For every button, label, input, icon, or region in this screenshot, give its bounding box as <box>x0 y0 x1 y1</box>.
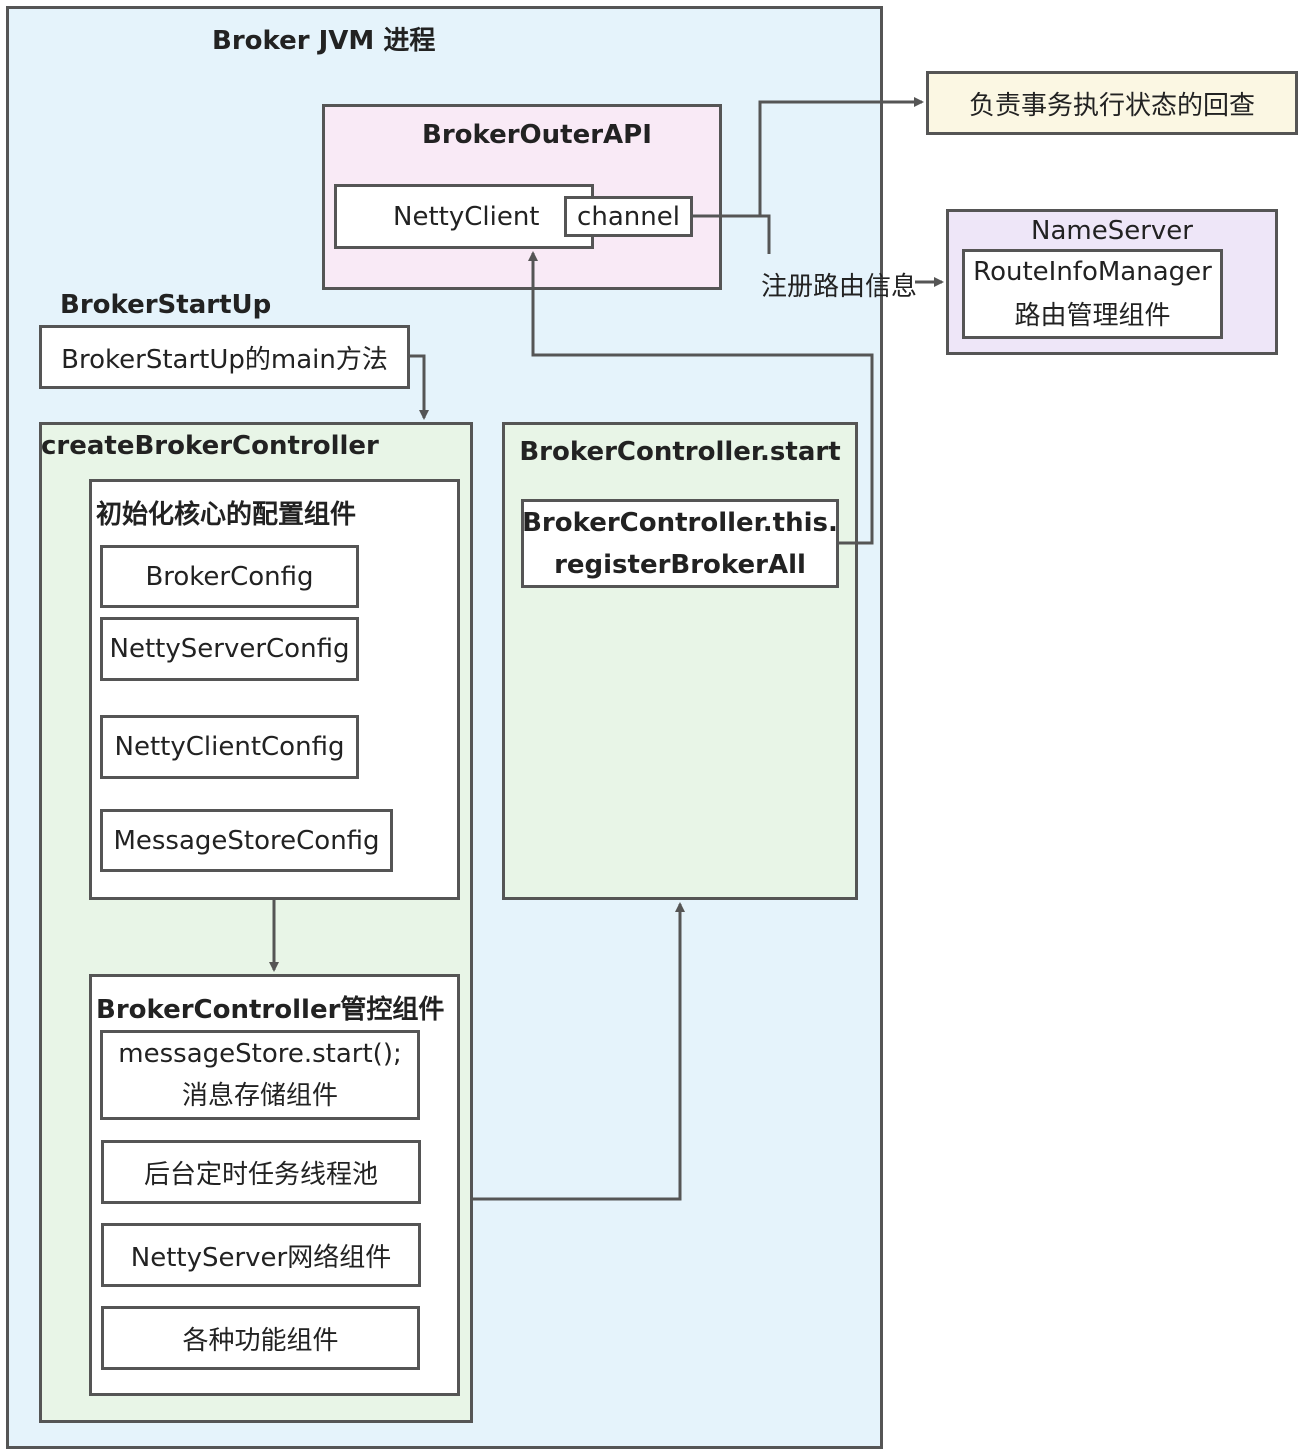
netty-client-box: NettyClient <box>334 184 594 249</box>
message-store-config-box: MessageStoreConfig <box>100 809 393 872</box>
netty-client-config-box: NettyClientConfig <box>100 715 359 779</box>
arrow-register-to-netty-client <box>528 251 874 545</box>
route-info-manager-label: RouteInfoManager <box>973 257 1212 287</box>
init-config-title: 初始化核心的配置组件 <box>96 500 357 530</box>
register-route-label: 注册路由信息 <box>761 272 918 302</box>
create-broker-controller-title: createBrokerController <box>41 431 379 461</box>
broker-config-label: BrokerConfig <box>145 561 314 592</box>
scheduled-threadpool-box: 后台定时任务线程池 <box>101 1140 421 1204</box>
arrow-components-to-start <box>473 902 685 1201</box>
various-components-box: 各种功能组件 <box>101 1306 420 1370</box>
message-store-component-label: 消息存储组件 <box>181 1081 338 1111</box>
broker-startup-title: BrokerStartUp <box>60 290 272 320</box>
various-components-label: 各种功能组件 <box>182 1325 339 1356</box>
transaction-check-text: 负责事务执行状态的回查 <box>968 90 1255 121</box>
broker-jvm-title: Broker JVM 进程 <box>212 26 436 56</box>
arrow-startup-to-create <box>410 354 429 420</box>
netty-server-config-label: NettyServerConfig <box>109 634 350 664</box>
channel-box: channel <box>564 196 693 237</box>
broker-controller-start-title: BrokerController.start <box>519 437 841 467</box>
message-store-config-label: MessageStoreConfig <box>113 825 380 856</box>
nameserver-title: NameServer <box>1031 216 1193 246</box>
channel-label: channel <box>577 201 680 232</box>
route-manager-component-label: 路由管理组件 <box>1014 301 1171 331</box>
transaction-check-callout: 负责事务执行状态的回查 <box>926 71 1298 135</box>
startup-main-box: BrokerStartUp的main方法 <box>39 325 410 389</box>
netty-client-config-label: NettyClientConfig <box>114 732 345 762</box>
message-store-box: messageStore.start(); 消息存储组件 <box>100 1030 420 1120</box>
scheduled-threadpool-label: 后台定时任务线程池 <box>143 1159 378 1190</box>
arrow-channel-to-nameserver <box>693 214 771 254</box>
route-info-manager-box: RouteInfoManager 路由管理组件 <box>962 249 1223 339</box>
netty-server-component-label: NettyServer网络组件 <box>130 1242 392 1273</box>
arrow-channel-to-callout <box>693 97 924 218</box>
startup-main-label: BrokerStartUp的main方法 <box>61 344 388 375</box>
broker-outer-api-title: BrokerOuterAPI <box>422 120 652 150</box>
broker-config-box: BrokerConfig <box>100 545 359 608</box>
netty-client-label: NettyClient <box>393 201 540 232</box>
register-broker-all-box: BrokerController.this. registerBrokerAll <box>521 499 839 588</box>
register-broker-all-line1: BrokerController.this. <box>522 507 838 538</box>
netty-server-config-box: NettyServerConfig <box>100 617 359 681</box>
controller-components-title: BrokerController管控组件 <box>96 995 445 1025</box>
netty-server-component-box: NettyServer网络组件 <box>101 1223 421 1287</box>
register-broker-all-line2: registerBrokerAll <box>554 549 806 580</box>
message-store-start-label: messageStore.start(); <box>118 1039 402 1069</box>
